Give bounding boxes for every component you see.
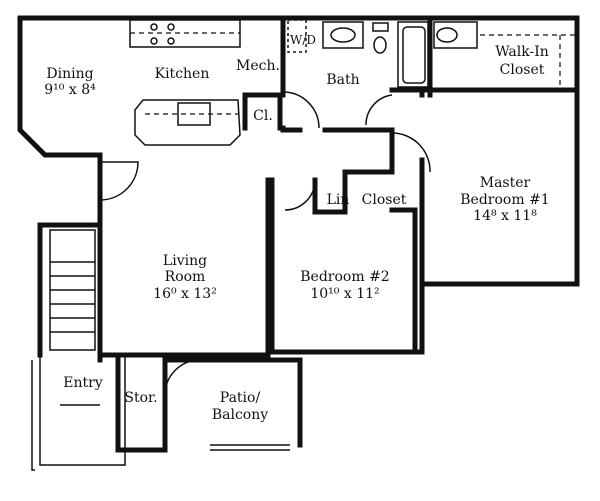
walls [17, 15, 580, 453]
fixtures [31, 19, 575, 471]
master-bedroom-label-1: Master [480, 175, 531, 191]
patio-label-2: Balcony [212, 407, 268, 423]
dining-label: Dining [46, 66, 93, 82]
living-room-label-2: Room [165, 269, 206, 285]
closet-cl-label: Cl. [253, 108, 273, 124]
bedroom2-label: Bedroom #2 [300, 269, 389, 285]
living-room-label-1: Living [163, 253, 207, 269]
walk-in-closet-label-2: Closet [500, 62, 545, 78]
kitchen-label: Kitchen [155, 66, 210, 82]
linen-label: Lin [327, 192, 350, 208]
entry-label: Entry [63, 375, 103, 391]
walk-in-closet-label-1: Walk-In [495, 44, 549, 60]
dining-dims: 9¹⁰ x 8⁴ [44, 82, 96, 98]
living-room-dims: 16⁰ x 13² [153, 286, 217, 302]
bedroom2-dims: 10¹⁰ x 11² [310, 286, 379, 302]
mech-label: Mech. [236, 58, 280, 74]
closet-label: Closet [362, 192, 407, 208]
washer-dryer-label: W/D [290, 33, 316, 47]
bath-label: Bath [326, 72, 359, 88]
storage-label: Stor. [124, 390, 157, 406]
room-labels: Dining 9¹⁰ x 8⁴ Kitchen Mech. Cl. W/D Ba… [44, 33, 549, 423]
master-bedroom-label-2: Bedroom #1 [460, 192, 549, 208]
master-bedroom-dims: 14⁸ x 11⁸ [473, 208, 537, 224]
doors [60, 91, 431, 406]
patio-label-1: Patio/ [220, 390, 261, 406]
